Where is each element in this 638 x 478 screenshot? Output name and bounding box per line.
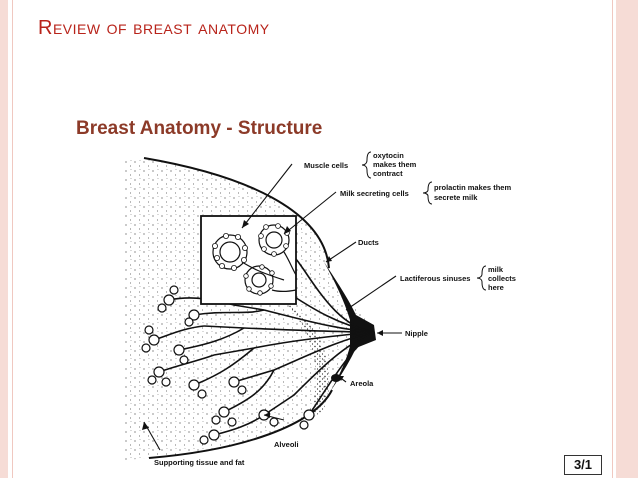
slide-subtitle: Breast Anatomy - Structure (76, 118, 323, 139)
label-ducts: Ducts (358, 238, 379, 247)
right-border (616, 0, 638, 478)
breast-outline (124, 157, 374, 460)
label-collects: collects (488, 274, 516, 283)
slide-title: Review of breast anatomy (38, 17, 270, 39)
breast-anatomy-diagram: Muscle cells oxytocin makes them contrac… (124, 151, 516, 467)
braces (361, 151, 487, 291)
label-muscle-cells: Muscle cells (304, 161, 348, 170)
magnified-inset (200, 215, 297, 305)
label-here: here (488, 283, 504, 292)
left-border-line (12, 0, 13, 478)
label-nipple: Nipple (405, 329, 428, 338)
label-milk: milk (488, 265, 504, 274)
label-oxytocin: oxytocin (373, 151, 404, 160)
label-lactiferous-sinuses: Lactiferous sinuses (400, 274, 470, 283)
label-alveoli: Alveoli (274, 440, 299, 449)
label-secrete-milk: secrete milk (434, 193, 478, 202)
label-supporting-tissue: Supporting tissue and fat (154, 458, 245, 467)
page-number-badge: 3/1 (564, 455, 602, 475)
right-border-line (612, 0, 613, 478)
left-border (0, 0, 8, 478)
label-contract: contract (373, 169, 403, 178)
label-milk-secreting-cells: Milk secreting cells (340, 189, 409, 198)
arrowheads (142, 220, 383, 430)
label-makes-them: makes them (373, 160, 417, 169)
label-areola: Areola (350, 379, 374, 388)
label-prolactin: prolactin makes them (434, 183, 511, 192)
